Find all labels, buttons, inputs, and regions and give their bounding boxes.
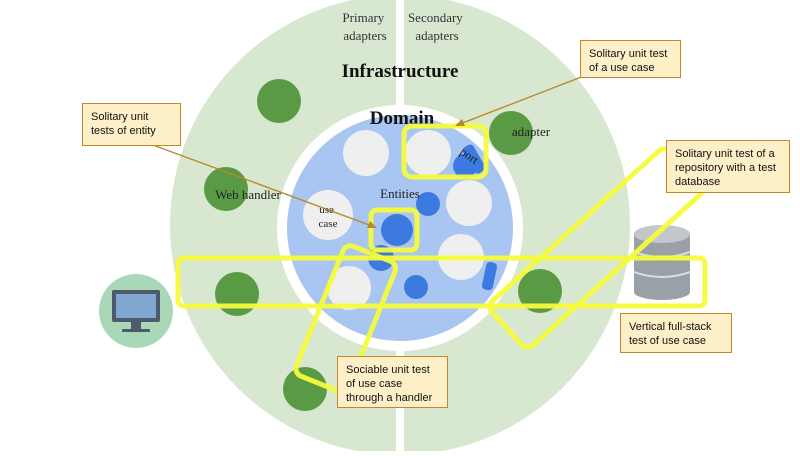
secondary-line-2: adapters [415,28,458,43]
entities-label: Entities [380,186,420,201]
primary-line-1: Primary [342,10,384,25]
secondary-line-1: Secondary [408,10,463,25]
highlight-sociable-test [293,243,399,395]
use-case-node [446,180,492,226]
entity-node [404,275,428,299]
web-handler-label: Web handler [215,187,281,202]
port-shape [462,144,486,174]
highlight-full-stack [175,255,708,309]
arrow-use-case [459,73,590,125]
use-case-node [343,130,389,176]
monitor-icon [99,274,173,348]
highlight-entity-test [368,207,420,253]
adapter-node [204,167,248,211]
use-case-label: use case [319,204,338,230]
arrow-entity-head [367,221,377,228]
port-shape [481,262,498,291]
adapter-node [518,269,562,313]
arrow-entity [133,137,373,227]
entity-node [381,214,413,246]
use-case-node [327,266,371,310]
callout-repository-test: Solitary unit test of a repository with … [666,140,790,193]
adapter-node [283,367,327,411]
callout-full-stack-test: Vertical full-stack test of use case [620,313,732,353]
infrastructure-title: Infrastructure [342,61,459,82]
adapter-node [215,272,259,316]
use-case-line-1: use [319,204,334,216]
adapter-label: adapter [512,124,551,139]
primary-adapters-label: Primary adapters [342,10,387,43]
highlight-use-case-test [401,123,489,180]
callout-entity-tests: Solitary unit tests of entity [82,103,181,146]
secondary-adapters-label: Secondary adapters [408,10,466,43]
database-icon [633,225,691,300]
callout-sociable-test: Sociable unit test of use case through a… [337,356,448,408]
use-case-line-2: case [319,218,338,230]
use-case-node [303,190,353,240]
primary-line-2: adapters [343,28,386,43]
adapter-node [257,79,301,123]
callout-use-case-test: Solitary unit test of a use case [580,40,681,78]
entity-node [416,192,440,216]
use-case-node [405,130,451,176]
adapter-node [489,111,533,155]
arrow-use-case-head [455,119,465,126]
